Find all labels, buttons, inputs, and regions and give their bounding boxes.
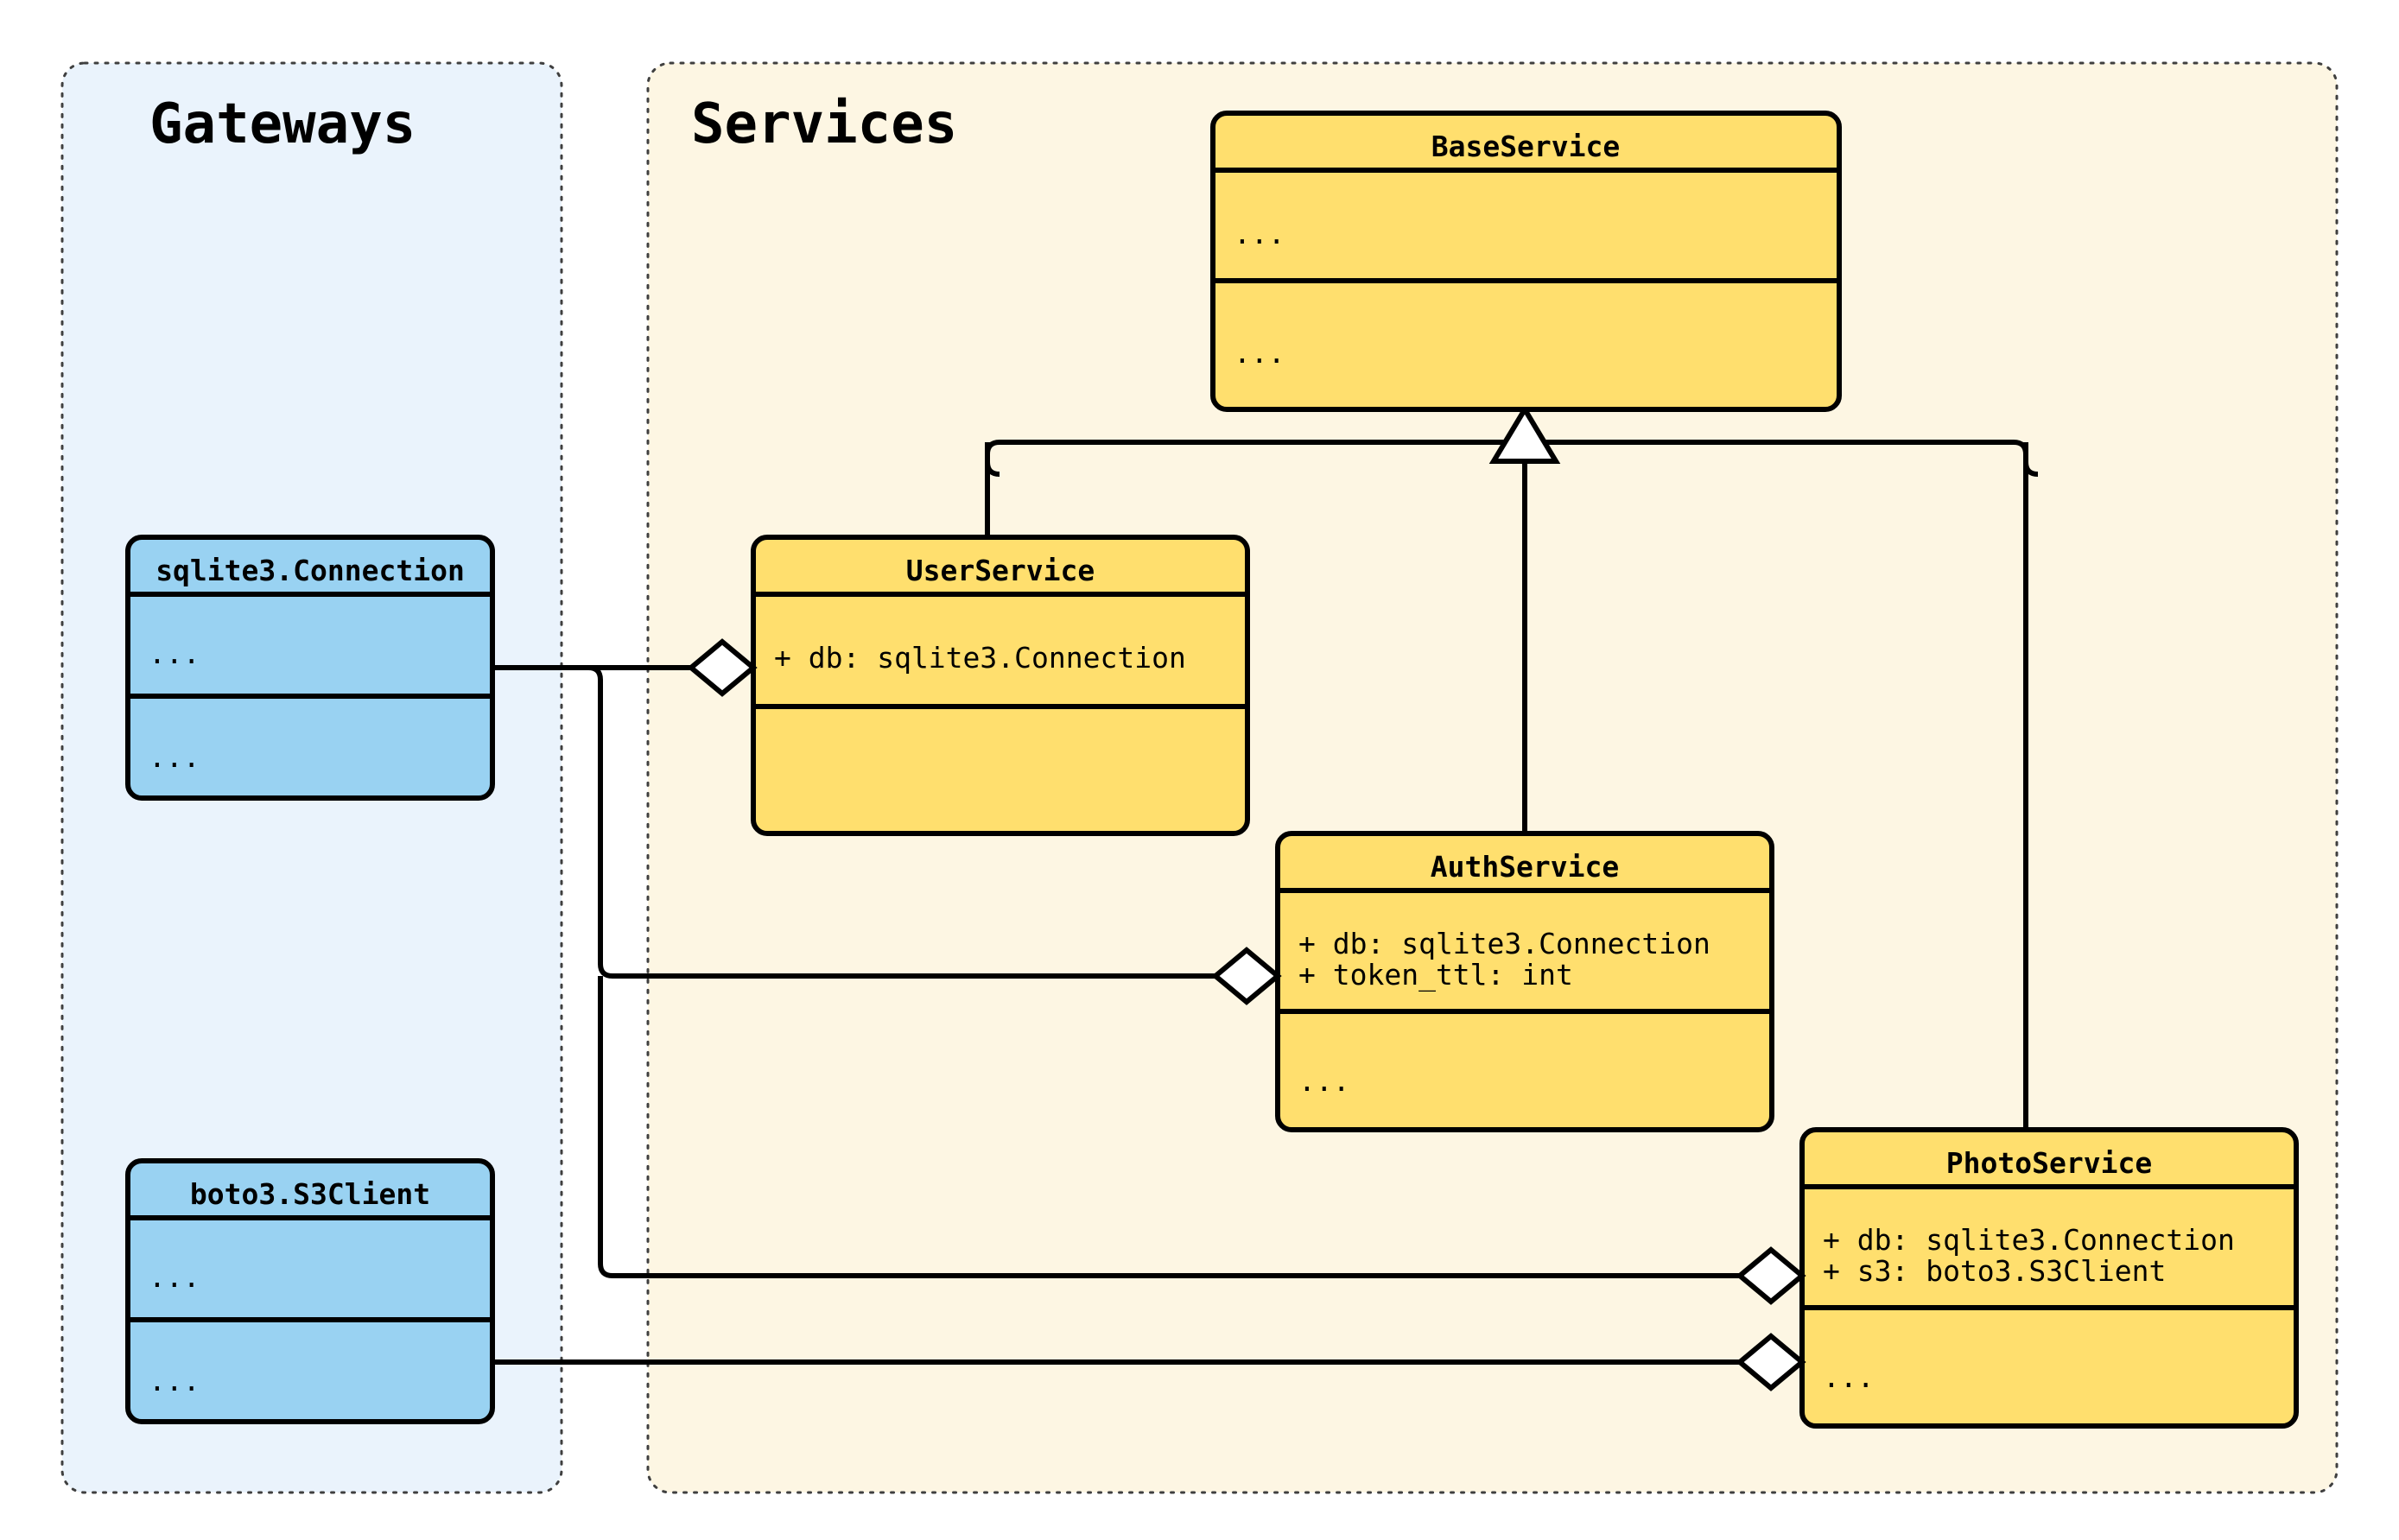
class-userservice[interactable]: UserService + db: sqlite3.Connection [751, 535, 1250, 836]
class-authservice-attribute-2: + token_ttl: int [1298, 958, 1573, 992]
class-authservice-method: ... [1298, 1064, 1350, 1098]
class-baseservice[interactable]: BaseService ... ... [1210, 111, 1842, 412]
class-sqlite3-connection-attribute: ... [149, 637, 200, 670]
class-baseservice-attribute: ... [1234, 217, 1285, 250]
class-authservice-attribute-1: + db: sqlite3.Connection [1298, 927, 1710, 960]
class-photoservice[interactable]: PhotoService + db: sqlite3.Connection + … [1799, 1127, 2299, 1429]
aggregation-markers [687, 638, 1806, 1391]
class-photoservice-attribute-1: + db: sqlite3.Connection [1823, 1223, 2235, 1257]
aggregation-diamond-photoservice-s3-icon [1736, 1333, 1806, 1391]
class-boto3-s3client-method: ... [149, 1364, 200, 1397]
inheritance-triangle-icon [1488, 404, 1561, 464]
class-sqlite3-connection-name: sqlite3.Connection [155, 554, 465, 587]
class-boto3-s3client-attribute: ... [149, 1260, 200, 1294]
class-boto3-s3client-box [125, 1158, 495, 1424]
class-authservice[interactable]: AuthService + db: sqlite3.Connection + t… [1275, 831, 1774, 1132]
edge-sqlite3-trunk-lower [598, 976, 1745, 1278]
class-boto3-s3client[interactable]: boto3.S3Client ... ... [125, 1158, 495, 1424]
class-boto3-s3client-name: boto3.S3Client [190, 1177, 430, 1211]
class-photoservice-attribute-2: + s3: boto3.S3Client [1823, 1254, 2166, 1288]
inheritance-edges [985, 404, 2039, 1130]
class-baseservice-box [1210, 111, 1842, 412]
class-authservice-name: AuthService [1431, 850, 1620, 884]
class-userservice-name: UserService [906, 554, 1095, 587]
class-sqlite3-connection-method: ... [149, 740, 200, 774]
aggregation-edges-sqlite3 [492, 665, 1745, 1278]
aggregation-diamond-authservice-icon [1211, 947, 1282, 1005]
class-sqlite3-connection[interactable]: sqlite3.Connection ... ... [125, 535, 495, 801]
class-photoservice-method: ... [1823, 1360, 1875, 1394]
class-sqlite3-connection-box [125, 535, 495, 801]
aggregation-diamond-photoservice-db-icon [1736, 1246, 1806, 1305]
package-gateways-title: Gateways [149, 92, 416, 156]
package-services-title: Services [691, 92, 957, 156]
class-userservice-box [751, 535, 1250, 836]
edge-sqlite3-trunk [492, 665, 1221, 979]
class-authservice-box [1275, 831, 1774, 1132]
class-baseservice-name: BaseService [1431, 130, 1621, 163]
aggregation-diamond-userservice-icon [687, 638, 758, 697]
class-userservice-attribute: + db: sqlite3.Connection [774, 641, 1186, 675]
class-baseservice-method: ... [1234, 336, 1285, 370]
class-photoservice-name: PhotoService [1946, 1146, 2152, 1180]
